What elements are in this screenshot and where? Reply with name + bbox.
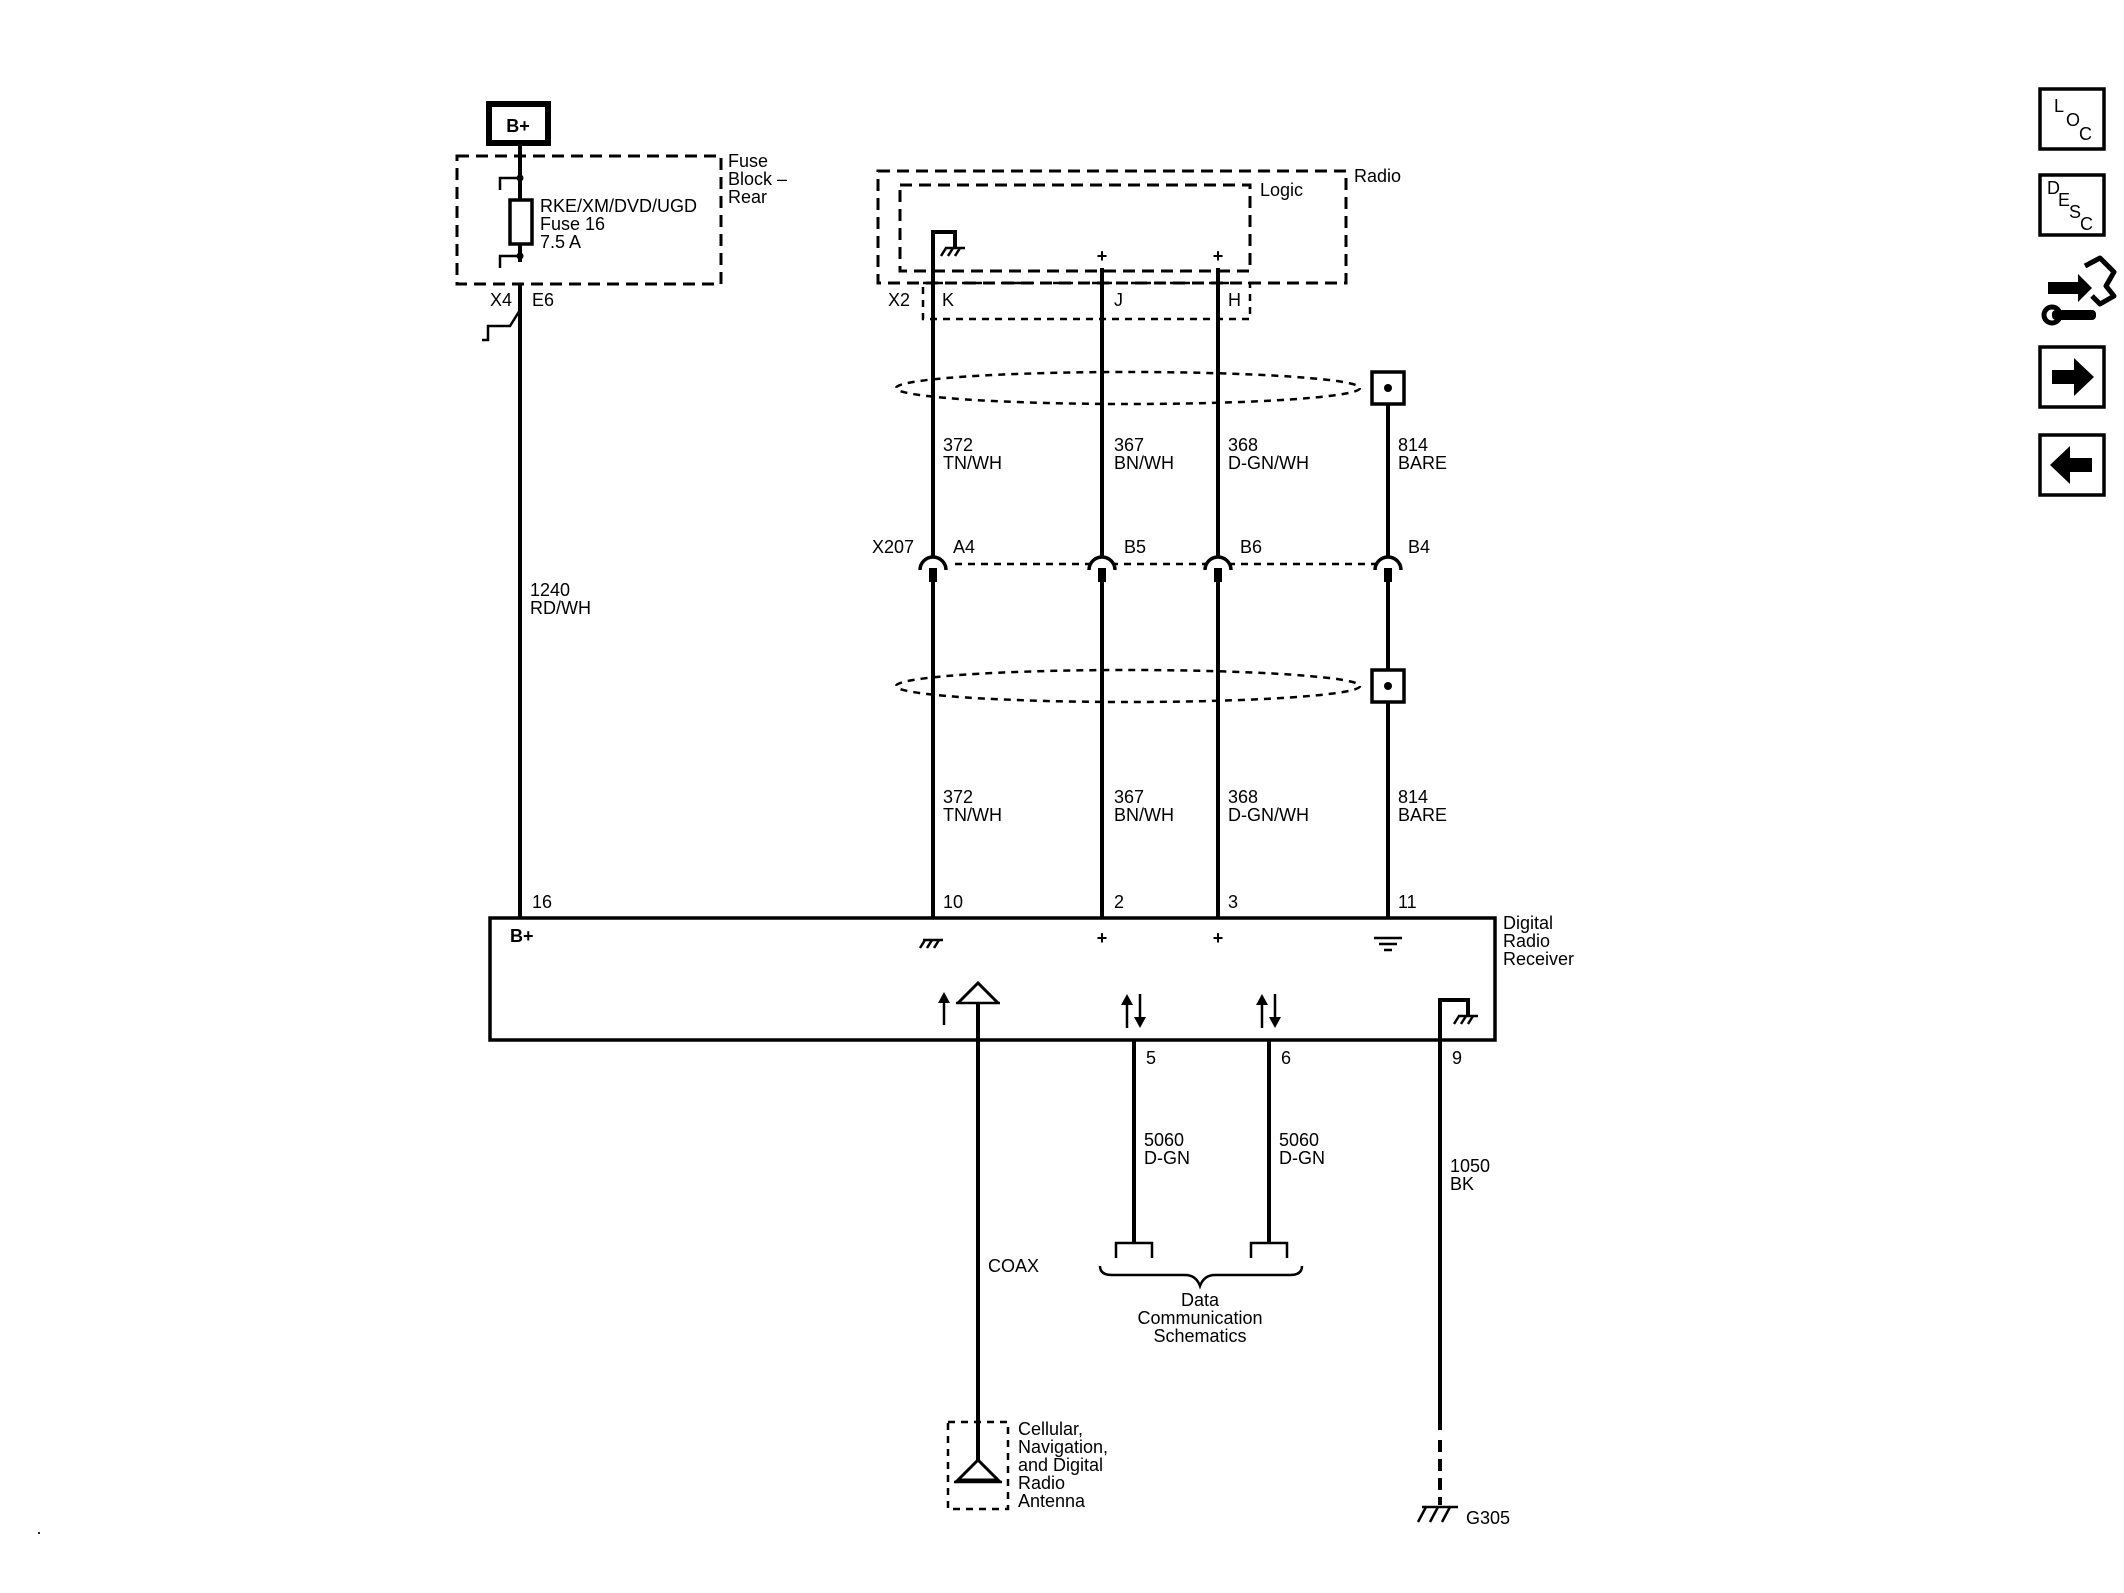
receiver-pin-9: 9: [1452, 1048, 1462, 1068]
connector-end-view-button[interactable]: [2041, 255, 2117, 326]
receiver-pin-3: 3: [1228, 892, 1238, 912]
description-button[interactable]: D E S C: [2038, 173, 2106, 237]
data-wire-2-circuit: 5060: [1279, 1130, 1319, 1150]
loc-letter-l: L: [2054, 96, 2064, 116]
inline-pin-b5: B5: [1124, 537, 1146, 557]
lower-wire-4-color: BARE: [1398, 805, 1447, 825]
upper-wire-3-color: D-GN/WH: [1228, 453, 1309, 473]
upper-wire-1-circuit: 372: [943, 435, 973, 455]
antenna-line-5: Antenna: [1018, 1491, 1086, 1511]
fuse-name-line-1: RKE/XM/DVD/UGD: [540, 196, 697, 216]
location-button[interactable]: L O C: [2038, 87, 2106, 151]
receiver-pin-5: 5: [1146, 1048, 1156, 1068]
arrow-left-icon: [2050, 446, 2092, 484]
receiver-pin-2: 2: [1114, 892, 1124, 912]
radio-connector-label: X2: [888, 290, 910, 310]
coax-label: COAX: [988, 1256, 1039, 1276]
upper-wire-4-circuit: 814: [1398, 435, 1428, 455]
ground-wire-color: BK: [1450, 1174, 1474, 1194]
antenna-line-3: and Digital: [1018, 1455, 1103, 1475]
radio-name: Radio: [1354, 166, 1401, 186]
receiver-pin-10: 10: [943, 892, 963, 912]
upper-wire-3-circuit: 368: [1228, 435, 1258, 455]
lower-wire-4-circuit: 814: [1398, 787, 1428, 807]
receiver-bplus-label: B+: [510, 926, 534, 946]
corner-mark: ·: [36, 1522, 42, 1542]
logic-plus-2: +: [1213, 246, 1224, 266]
receiver-plus-1: +: [1097, 928, 1108, 948]
fuse-pin-label: E6: [532, 290, 554, 310]
lower-wire-1-circuit: 372: [943, 787, 973, 807]
inline-connector-x207: X207 A4 B5 B6 B4: [872, 537, 1430, 582]
arrow-right-icon: [2052, 358, 2094, 396]
antenna-line-1: Cellular,: [1018, 1419, 1083, 1439]
ground-g305: G305: [1416, 1505, 1510, 1528]
upper-wire-2-color: BN/WH: [1114, 453, 1174, 473]
data-comm-brace: [1098, 1265, 1304, 1290]
desc-letter-c: C: [2080, 214, 2093, 234]
receiver-name-line-3: Receiver: [1503, 949, 1574, 969]
lower-wire-3-circuit: 368: [1228, 787, 1258, 807]
data-wire-2-color: D-GN: [1279, 1148, 1325, 1168]
upper-wire-1-color: TN/WH: [943, 453, 1002, 473]
lower-wire-1-color: TN/WH: [943, 805, 1002, 825]
fuse-connector-label: X4: [490, 290, 512, 310]
loc-letter-o: O: [2066, 110, 2080, 130]
lower-wire-2-circuit: 367: [1114, 787, 1144, 807]
power-source-label: B+: [506, 116, 530, 136]
antenna-line-4: Radio: [1018, 1473, 1065, 1493]
antenna-line-2: Navigation,: [1018, 1437, 1108, 1457]
lower-shield: [894, 668, 1406, 704]
data-wire-1-color: D-GN: [1144, 1148, 1190, 1168]
antenna: Cellular, Navigation, and Digital Radio …: [946, 1419, 1108, 1511]
data-wire-1-circuit: 5060: [1144, 1130, 1184, 1150]
upper-shield: [894, 370, 1406, 406]
fuse-block: RKE/XM/DVD/UGD Fuse 16 7.5 A Fuse Block …: [455, 143, 787, 286]
power-wire-circuit: 1240: [530, 580, 570, 600]
previous-page-button[interactable]: [2038, 433, 2106, 497]
inline-pin-b4: B4: [1408, 537, 1430, 557]
lower-wire-2-color: BN/WH: [1114, 805, 1174, 825]
fuse-block-name-line-1: Fuse: [728, 151, 768, 171]
desc-letter-s: S: [2069, 202, 2081, 222]
logic-plus-1: +: [1097, 246, 1108, 266]
ground-wire-circuit: 1050: [1450, 1156, 1490, 1176]
receiver-pin-6: 6: [1281, 1048, 1291, 1068]
lower-wire-3-color: D-GN/WH: [1228, 805, 1309, 825]
receiver-pin-16: 16: [532, 892, 552, 912]
radio-module: Radio Logic + + X2 K J H: [876, 166, 1401, 321]
receiver-name-line-2: Radio: [1503, 931, 1550, 951]
data-comm-line-1[interactable]: Data: [1181, 1290, 1220, 1310]
receiver-pin-11: 11: [1398, 892, 1417, 912]
receiver-name-line-1: Digital: [1503, 913, 1553, 933]
inline-connector-name: X207: [872, 537, 914, 557]
data-comm-line-3[interactable]: Schematics: [1153, 1326, 1246, 1346]
radio-pin-k: K: [942, 290, 954, 310]
upper-wire-4-color: BARE: [1398, 453, 1447, 473]
desc-letter-e: E: [2058, 190, 2070, 210]
ground-label: G305: [1466, 1508, 1510, 1528]
fuse-block-name-line-3: Rear: [728, 187, 767, 207]
next-page-button[interactable]: [2038, 345, 2106, 409]
data-comm-line-2[interactable]: Communication: [1137, 1308, 1262, 1328]
power-wire-color: RD/WH: [530, 598, 591, 618]
logic-label: Logic: [1260, 180, 1303, 200]
loc-letter-c: C: [2079, 124, 2092, 144]
desc-letter-d: D: [2047, 178, 2060, 198]
connector-wrench-icon: [2041, 255, 2117, 326]
radio-pin-j: J: [1114, 290, 1123, 310]
inline-pin-b6: B6: [1240, 537, 1262, 557]
fuse-block-name-line-2: Block –: [728, 169, 787, 189]
fuse-name-line-2: Fuse 16: [540, 214, 605, 234]
receiver-plus-2: +: [1213, 928, 1224, 948]
inline-pin-a4: A4: [953, 537, 975, 557]
digital-radio-receiver: Digital Radio Receiver 16 10 2 3 11 B+ +…: [488, 892, 1574, 1068]
radio-pin-h: H: [1228, 290, 1241, 310]
fuse-name-line-3: 7.5 A: [540, 232, 581, 252]
data-comm-link[interactable]: Data Communication Schematics: [1137, 1290, 1262, 1346]
power-source: B+: [486, 101, 551, 146]
upper-wire-2-circuit: 367: [1114, 435, 1144, 455]
